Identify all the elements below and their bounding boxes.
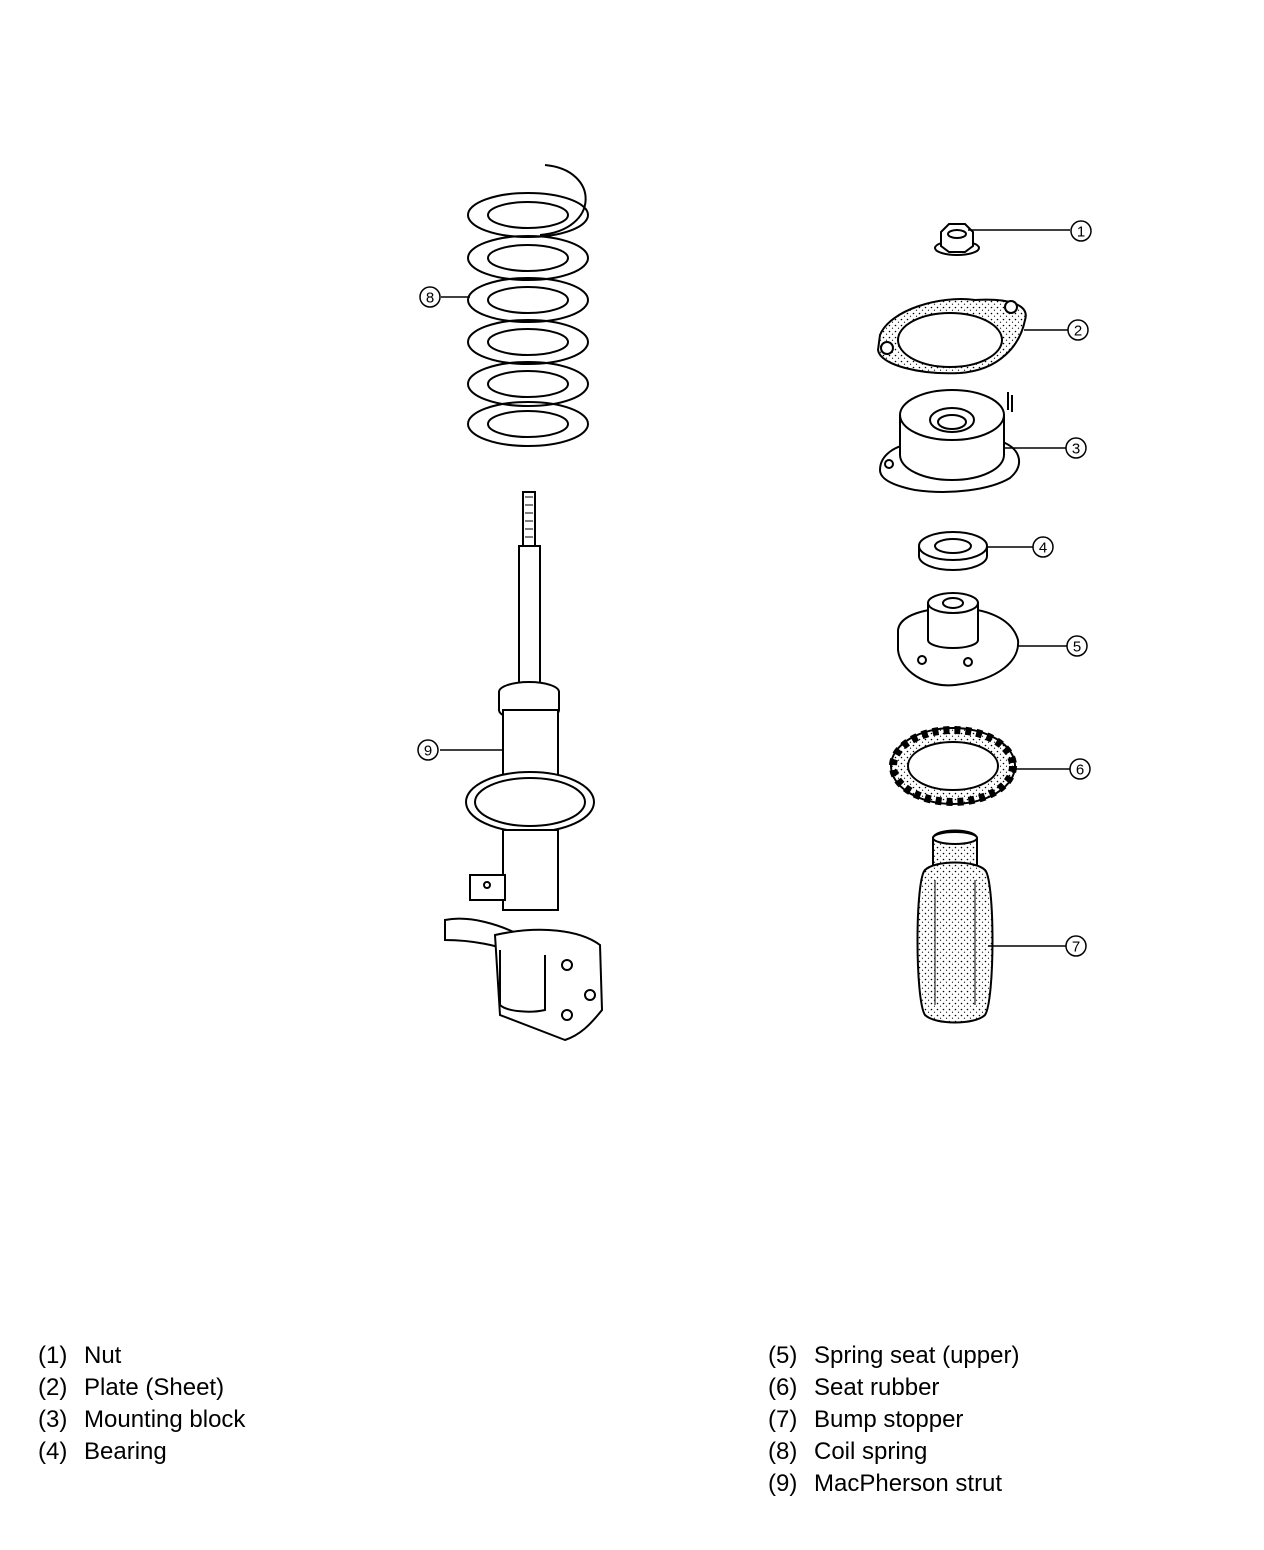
legend-number: (4) — [38, 1438, 68, 1465]
coil-spring-part — [467, 164, 589, 447]
legend-label: Nut — [84, 1342, 122, 1369]
macpherson-strut-part — [444, 491, 604, 1042]
legend-label: Plate (Sheet) — [84, 1374, 225, 1401]
bump-stopper-part — [916, 829, 994, 1024]
legend-label: Bump stopper — [814, 1406, 964, 1433]
legend-number: (7) — [768, 1406, 798, 1433]
legend-number: (1) — [38, 1342, 68, 1369]
legend-label: Bearing — [84, 1438, 167, 1465]
callout-4: 4 — [1039, 540, 1047, 557]
legend-number: (3) — [38, 1406, 68, 1433]
nut-part — [934, 223, 980, 256]
legend-item: (1) Nut — [38, 1340, 245, 1372]
callout-2: 2 — [1074, 323, 1082, 340]
callout-5: 5 — [1073, 639, 1081, 656]
legend-label: Coil spring — [814, 1438, 928, 1465]
callout-1: 1 — [1077, 224, 1085, 241]
legend-item: (5) Spring seat (upper) — [768, 1340, 1019, 1372]
leader-lines — [440, 229, 1070, 947]
legend-item: (7) Bump stopper — [768, 1404, 1019, 1436]
callout-3: 3 — [1072, 441, 1080, 458]
callout-6: 6 — [1076, 762, 1084, 779]
legend-number: (8) — [768, 1438, 798, 1465]
legend-label: Spring seat (upper) — [814, 1342, 1020, 1369]
legend-left: (1) Nut (2) Plate (Sheet) (3) Mounting b… — [38, 1340, 245, 1468]
legend-item: (3) Mounting block — [38, 1404, 245, 1436]
legend-item: (6) Seat rubber — [768, 1372, 1019, 1404]
legend-number: (6) — [768, 1374, 798, 1401]
legend-number: (9) — [768, 1470, 798, 1497]
legend-label: Mounting block — [84, 1406, 246, 1433]
callout-7: 7 — [1072, 939, 1080, 956]
callout-9: 9 — [424, 743, 432, 760]
legend-number: (2) — [38, 1374, 68, 1401]
mounting-block-part — [878, 389, 1020, 493]
spring-seat-upper-part — [897, 592, 1020, 687]
bearing-part — [918, 531, 988, 571]
legend-item: (2) Plate (Sheet) — [38, 1372, 245, 1404]
callout-8: 8 — [426, 290, 434, 307]
legend-item: (9) MacPherson strut — [768, 1468, 1019, 1500]
legend-right: (5) Spring seat (upper) (6) Seat rubber … — [768, 1340, 1019, 1500]
legend-number: (5) — [768, 1342, 798, 1369]
callout-circles — [417, 220, 1092, 957]
legend-item: (8) Coil spring — [768, 1436, 1019, 1468]
legend-label: MacPherson strut — [814, 1470, 1003, 1497]
strut-exploded-diagram: 1 2 3 4 5 6 7 8 9 — [417, 164, 1092, 1042]
legend-item: (4) Bearing — [38, 1436, 245, 1468]
plate-sheet-part — [876, 298, 1027, 375]
seat-rubber-part — [889, 726, 1017, 806]
legend-label: Seat rubber — [814, 1374, 940, 1401]
